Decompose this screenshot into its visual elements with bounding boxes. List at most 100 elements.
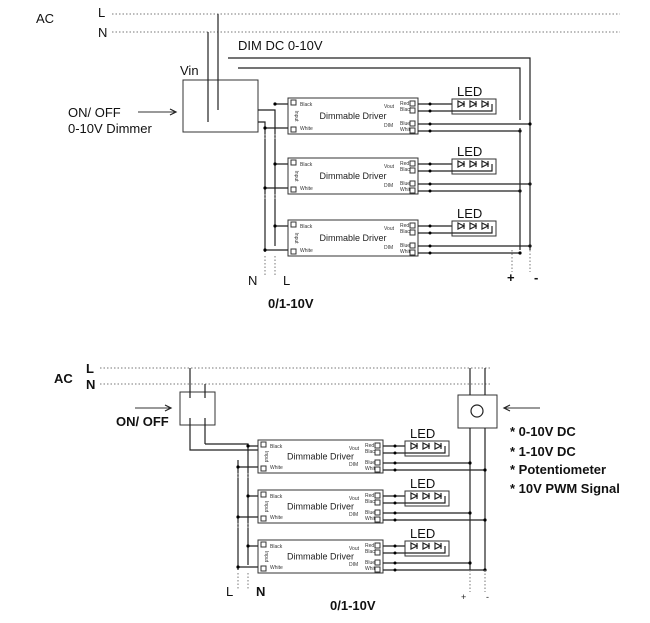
n-label: N: [98, 25, 107, 40]
white-out-label: White: [365, 566, 378, 572]
input-white-label: White: [270, 565, 283, 571]
blue-label: Blue: [400, 121, 410, 127]
n-label: N: [86, 377, 95, 392]
led-module: LED: [404, 476, 450, 507]
terminal: [260, 465, 267, 472]
led-module: LED: [404, 526, 450, 557]
terminal: [374, 499, 381, 506]
vout-label: Vout: [349, 496, 360, 502]
dim-label: DIM: [384, 123, 393, 129]
dimmable-driver: Dimmable DriverBlackWhiteInputVoutDIMRed…: [236, 526, 487, 579]
terminal: [409, 249, 416, 256]
led-label: LED: [457, 206, 482, 221]
input-black-label: Black: [300, 224, 313, 230]
red-label: Red: [400, 223, 409, 229]
switch-box: [179, 391, 216, 426]
terminal: [409, 160, 416, 167]
diode-icon: [469, 100, 478, 108]
led-module: LED: [451, 84, 497, 115]
white-out-label: White: [365, 516, 378, 522]
input-label: Input: [263, 551, 269, 563]
terminal: [409, 167, 416, 174]
terminal: [409, 187, 416, 194]
onoff-label: ON/ OFF: [68, 105, 121, 120]
vin-label: Vin: [180, 63, 199, 78]
caption: 0/1-10V: [268, 296, 314, 311]
bottom-l-label: L: [226, 584, 233, 599]
input-white-label: White: [270, 515, 283, 521]
terminal: [374, 549, 381, 556]
led-label: LED: [457, 144, 482, 159]
terminal: [374, 566, 381, 573]
terminal: [409, 127, 416, 134]
input-white-label: White: [300, 126, 313, 132]
dim-label: DIM DC 0-10V: [238, 38, 323, 53]
terminal: [290, 99, 297, 106]
dim-label: DIM: [349, 512, 358, 518]
red-label: Red: [365, 543, 374, 549]
minus-label: -: [534, 270, 538, 285]
black-out-label: Black: [400, 167, 413, 173]
terminal: [290, 159, 297, 166]
input-label: Input: [293, 232, 299, 244]
terminal: [374, 466, 381, 473]
input-black-label: Black: [300, 102, 313, 108]
diode-icon: [434, 542, 443, 550]
diode-icon: [457, 100, 466, 108]
vout-label: Vout: [349, 546, 360, 552]
diode-icon: [422, 542, 431, 550]
terminal: [409, 100, 416, 107]
terminal: [260, 441, 267, 448]
diode-icon: [422, 492, 431, 500]
minus-label: -: [486, 592, 489, 602]
vout-label: Vout: [349, 446, 360, 452]
red-label: Red: [400, 161, 409, 167]
blue-label: Blue: [365, 460, 375, 466]
red-label: Red: [365, 443, 374, 449]
dimmable-driver: Dimmable DriverBlackWhiteInputVoutDIMRed…: [263, 84, 532, 140]
vout-label: Vout: [384, 226, 395, 232]
diode-icon: [422, 442, 431, 450]
terminal: [409, 222, 416, 229]
terminal: [290, 186, 297, 193]
driver-title: Dimmable Driver: [287, 552, 354, 562]
plus-label: +: [507, 270, 515, 285]
terminal: [260, 515, 267, 522]
control-options: * 0-10V DC * 1-10V DC * Potentiometer * …: [510, 424, 620, 496]
black-out-label: Black: [400, 229, 413, 235]
diode-icon: [434, 442, 443, 450]
dimmable-driver: Dimmable DriverBlackWhiteInputVoutDIMRed…: [263, 144, 532, 200]
dim-label: DIM: [384, 245, 393, 251]
input-label: Input: [293, 170, 299, 182]
terminal: [409, 229, 416, 236]
caption: 0/1-10V: [330, 598, 376, 613]
bottom-diagram: AC L N ON/ OFF * 0-10V DC * 1-10V DC * P…: [54, 361, 620, 613]
diode-icon: [481, 160, 490, 168]
diode-icon: [410, 442, 419, 450]
blue-label: Blue: [365, 510, 375, 516]
blue-label: Blue: [365, 560, 375, 566]
input-label: Input: [263, 451, 269, 463]
terminal: [374, 449, 381, 456]
dim-label: DIM: [384, 183, 393, 189]
option: * 0-10V DC: [510, 424, 576, 439]
l-label: L: [86, 361, 94, 376]
led-label: LED: [410, 526, 435, 541]
led-label: LED: [410, 426, 435, 441]
option: * 10V PWM Signal: [510, 481, 620, 496]
dim-label: DIM: [349, 562, 358, 568]
terminal: [374, 492, 381, 499]
terminal: [374, 509, 381, 516]
dimmable-driver: Dimmable DriverBlackWhiteInputVoutDIMRed…: [263, 206, 532, 262]
terminal: [290, 248, 297, 255]
diode-icon: [410, 492, 419, 500]
led-label: LED: [457, 84, 482, 99]
black-out-label: Black: [365, 549, 378, 555]
white-out-label: White: [400, 187, 413, 193]
white-out-label: White: [365, 466, 378, 472]
ac-label: AC: [36, 11, 54, 26]
terminal: [374, 542, 381, 549]
input-black-label: Black: [270, 494, 283, 500]
terminal: [374, 459, 381, 466]
